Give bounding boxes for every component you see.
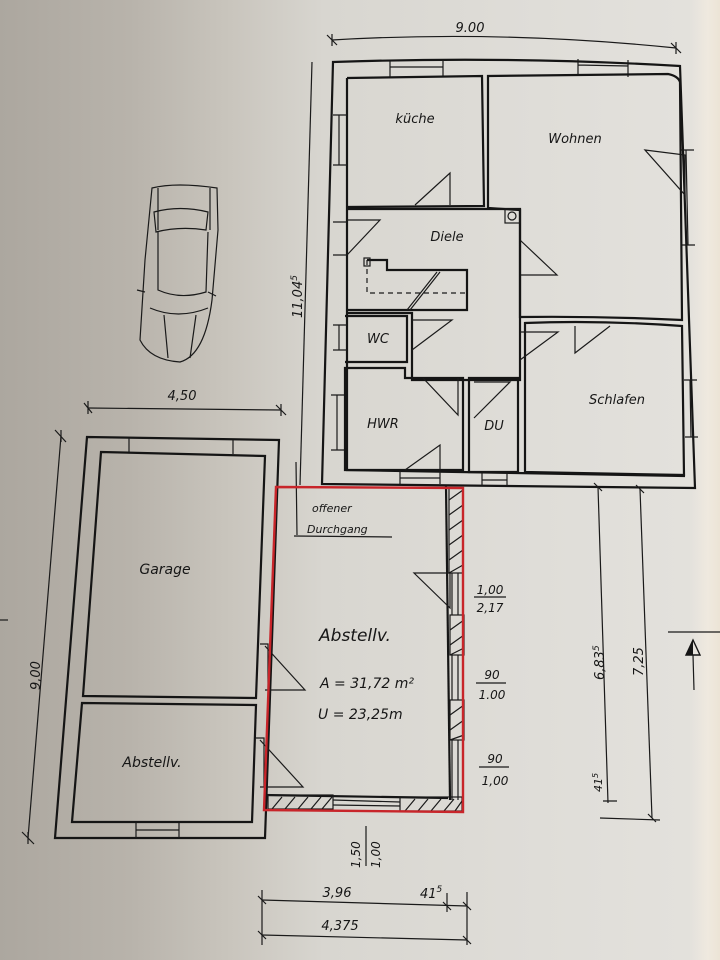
- door-swing: [346, 219, 382, 256]
- staircase: [347, 258, 469, 312]
- window: [389, 60, 444, 78]
- house-width-label: 9.00: [456, 21, 485, 36]
- svg-text:1.00: 1.00: [479, 688, 506, 702]
- garage-depth-label: 9,00: [29, 661, 44, 690]
- door-swing: [412, 572, 451, 610]
- passage-note-line2: Durchgang: [307, 523, 368, 536]
- room-wc: [345, 314, 409, 364]
- door-swing: [574, 325, 611, 355]
- house: 9.00 11,045 küche Wohnen: [290, 21, 698, 490]
- window: [332, 799, 401, 807]
- garage-width-label: 4,50: [168, 389, 197, 404]
- dimension-line-right-b: [639, 488, 653, 819]
- door-swing: [404, 443, 441, 471]
- room-label-wohnen: Wohnen: [548, 132, 602, 147]
- door-swing: [519, 239, 559, 276]
- door-swing: [643, 149, 686, 197]
- annex-right-dimension-b: 7,25: [632, 647, 647, 676]
- window: [333, 324, 347, 351]
- window: [128, 438, 234, 454]
- garage-block: 9,00 Garage Abstellv.: [0, 429, 307, 845]
- window: [684, 379, 698, 438]
- window: [331, 394, 345, 451]
- room-abstell-small: [70, 701, 258, 824]
- room-label-diele: Diele: [430, 230, 463, 245]
- hatched-wall: [448, 487, 465, 800]
- opening-label: 1,00 2,17: [474, 583, 506, 615]
- room-diele: [347, 207, 522, 382]
- room-label-kueche: küche: [395, 112, 434, 127]
- dimension-line-inner-width: [261, 899, 468, 907]
- svg-text:1,00: 1,00: [482, 774, 509, 788]
- window: [680, 149, 695, 246]
- window: [333, 114, 347, 166]
- dimension-line-house-depth: [299, 61, 313, 486]
- svg-text:2,17: 2,17: [477, 601, 504, 615]
- dimension-line-right-a: [597, 486, 609, 804]
- annex-inner-width: 3,96: [323, 886, 352, 901]
- svg-text:1,50: 1,50: [349, 841, 363, 868]
- svg-text:90: 90: [484, 668, 500, 682]
- room-wohnen: [486, 72, 684, 322]
- room-label-wc: WC: [367, 332, 390, 347]
- svg-text:1,00: 1,00: [477, 583, 504, 597]
- annex-outer-width: 4,375: [321, 919, 358, 934]
- svg-text:90: 90: [487, 752, 503, 766]
- window: [135, 822, 180, 838]
- annex-storage: offener Durchgang Abstellv. A = 31,7: [257, 461, 661, 945]
- section-arrow-icon: [668, 631, 720, 691]
- annex-highlight-outline: [262, 485, 465, 814]
- window: [481, 472, 508, 486]
- door-swing: [473, 381, 512, 419]
- room-kueche: [346, 74, 486, 209]
- room-du: [467, 376, 520, 474]
- annex-area: A = 31,72 m²: [319, 676, 414, 692]
- annex-right-dimension-a: 6,835: [592, 645, 608, 680]
- garage-outer-wall: [53, 435, 281, 840]
- room-garage: [81, 450, 267, 700]
- dimension-line-garage-depth: [27, 435, 62, 839]
- svg-text:1,00: 1,00: [369, 841, 383, 868]
- room-schlafen: [523, 320, 686, 477]
- house-outer-wall: [320, 58, 697, 490]
- annex-wall-thickness: 415: [420, 885, 443, 902]
- room-label-garage: Garage: [139, 562, 190, 578]
- opening-label: 90 1,00: [479, 752, 509, 788]
- dimension-line-house-width: [331, 35, 677, 49]
- dimension-line-outer-width: [261, 934, 468, 941]
- annex-perimeter: U = 23,25m: [318, 707, 403, 723]
- room-label-du: DU: [484, 419, 504, 434]
- car-topview-icon: [136, 184, 219, 363]
- opening-label-bottom: 1,50 1,00: [349, 826, 383, 868]
- door-swing: [414, 171, 451, 206]
- passage-marker: [293, 461, 393, 538]
- door-swing: [519, 331, 560, 361]
- room-hwr: [343, 366, 465, 472]
- chimney: [504, 208, 521, 224]
- room-label-abstell-small: Abstellv.: [121, 755, 181, 771]
- room-label-schlafen: Schlafen: [589, 393, 645, 408]
- window: [333, 221, 347, 256]
- dimension-line-garage-width: [87, 407, 282, 411]
- room-label-hwr: HWR: [367, 417, 399, 432]
- annex-right-dimension-small: 415: [591, 773, 605, 792]
- opening-label: 90 1.00: [476, 668, 506, 702]
- house-depth-label: 11,045: [290, 275, 306, 318]
- room-label-annex: Abstellv.: [318, 626, 391, 646]
- window: [399, 470, 441, 484]
- door-swing: [256, 737, 305, 788]
- passage-note-line1: offener: [312, 502, 353, 515]
- door-swing: [422, 377, 459, 417]
- door-swing: [411, 319, 454, 351]
- door-swing: [260, 643, 307, 691]
